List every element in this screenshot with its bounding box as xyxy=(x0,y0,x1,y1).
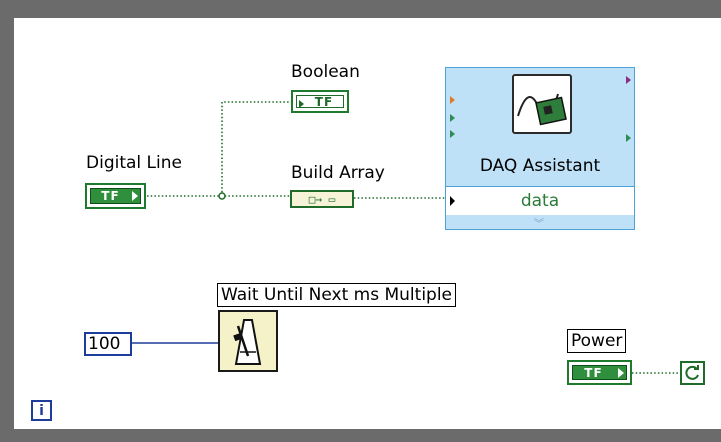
input-terminal-icon xyxy=(450,114,455,122)
daq-data-terminal[interactable]: data xyxy=(446,186,634,216)
numeric-constant[interactable]: 100 xyxy=(84,332,132,356)
input-terminal-icon xyxy=(450,130,455,138)
daq-data-label: data xyxy=(520,191,560,211)
boolean-glyph: TF xyxy=(314,94,334,109)
power-label: Power xyxy=(567,329,627,353)
build-array-label: Build Array xyxy=(291,163,385,183)
digital-line-control[interactable]: TF xyxy=(85,183,146,209)
daq-expand-bar[interactable]: ︾ xyxy=(446,215,634,230)
output-terminal-icon xyxy=(626,134,631,142)
wire-to-boolean xyxy=(221,101,291,196)
loop-condition-terminal[interactable] xyxy=(680,361,705,385)
digital-line-label: Digital Line xyxy=(86,153,182,173)
data-input-arrow-icon xyxy=(450,196,455,206)
input-terminal-icon xyxy=(450,96,455,104)
build-array-icon: □→ ▭ xyxy=(308,192,336,206)
build-array-node[interactable]: □→ ▭ xyxy=(290,190,354,208)
boolean-indicator[interactable]: TF xyxy=(291,90,349,113)
daq-title: DAQ Assistant xyxy=(479,156,601,176)
daq-assistant-node[interactable]: DAQ Assistant data ︾ xyxy=(445,67,635,230)
daq-device-icon xyxy=(512,74,572,134)
wait-label: Wait Until Next ms Multiple xyxy=(217,283,457,307)
digital-line-glyph: TF xyxy=(101,189,120,203)
wire-junction xyxy=(218,192,226,200)
output-terminal-icon xyxy=(626,76,631,84)
continue-arrow-icon xyxy=(684,365,699,380)
power-control[interactable]: TF xyxy=(567,360,632,385)
metronome-icon xyxy=(233,319,262,365)
expand-chevron-icon: ︾ xyxy=(534,219,544,230)
wait-until-next-ms-node[interactable] xyxy=(218,310,278,372)
iteration-terminal: i xyxy=(31,400,52,421)
boolean-label: Boolean xyxy=(291,62,360,82)
power-glyph: TF xyxy=(584,365,603,380)
output-arrow-icon xyxy=(132,191,138,201)
output-arrow-icon xyxy=(618,368,624,378)
